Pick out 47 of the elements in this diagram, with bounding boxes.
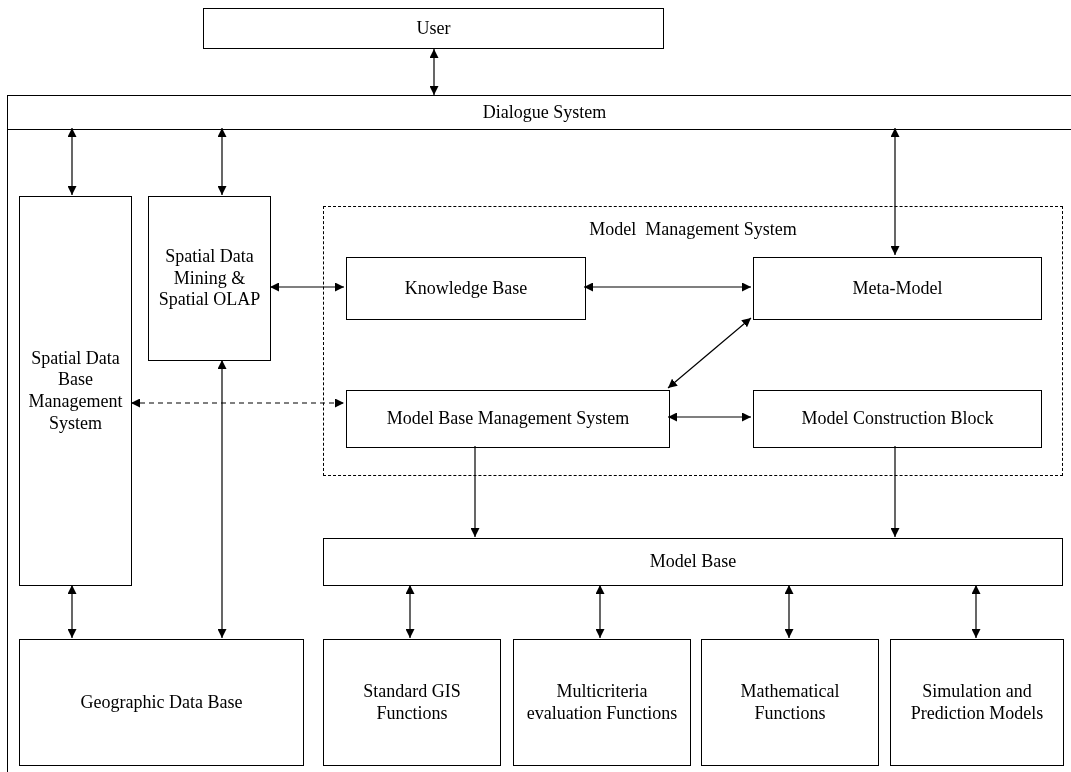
arrow <box>583 282 752 292</box>
node-label: Meta-Model <box>852 277 943 300</box>
process-box <box>753 257 1042 320</box>
arrow <box>890 127 900 256</box>
arrow <box>269 282 345 292</box>
arrow <box>784 584 794 639</box>
node-label: Mathematical Functions <box>739 680 841 725</box>
node-label: Spatial Data Mining & Spatial OLAP <box>157 246 262 311</box>
group-frame <box>323 206 1063 476</box>
arrow <box>971 584 981 639</box>
process-box <box>323 639 501 766</box>
process-box <box>19 639 304 766</box>
arrow <box>429 48 439 96</box>
arrow <box>217 359 227 639</box>
process-box <box>890 639 1064 766</box>
node-label: Spatial Data Base Management System <box>27 347 124 435</box>
node-label: Multicriteria evaluation Functions <box>525 680 679 725</box>
node-label: Model Base Management System <box>386 408 630 430</box>
arrow <box>217 127 227 196</box>
process-box <box>148 196 271 361</box>
process-box <box>513 639 691 766</box>
process-box <box>203 8 664 49</box>
process-box <box>346 390 670 448</box>
node-label: Simulation and Prediction Models <box>909 680 1045 725</box>
arrow <box>67 127 77 196</box>
arrow <box>405 584 415 639</box>
process-box <box>7 95 1071 772</box>
process-box <box>346 257 586 320</box>
process-box <box>19 196 132 586</box>
arrow <box>130 398 345 408</box>
node-label: Model Management System <box>589 219 797 241</box>
node-label: Model Base <box>649 551 737 573</box>
arrow <box>67 584 77 639</box>
node-label: Standard GIS Functions <box>362 680 462 725</box>
arrow <box>890 445 900 538</box>
arrow <box>667 317 752 389</box>
node-label: Dialogue System <box>482 101 607 124</box>
process-box <box>753 390 1042 448</box>
arrow <box>595 584 605 639</box>
node-label: Knowledge Base <box>404 277 528 300</box>
node-label: User <box>416 17 451 40</box>
node-label: Geographic Data Base <box>80 691 243 714</box>
arrow <box>470 445 480 538</box>
arrow <box>667 412 752 422</box>
node-label: Model Construction Block <box>801 408 994 430</box>
process-box <box>323 538 1063 586</box>
process-box <box>701 639 879 766</box>
